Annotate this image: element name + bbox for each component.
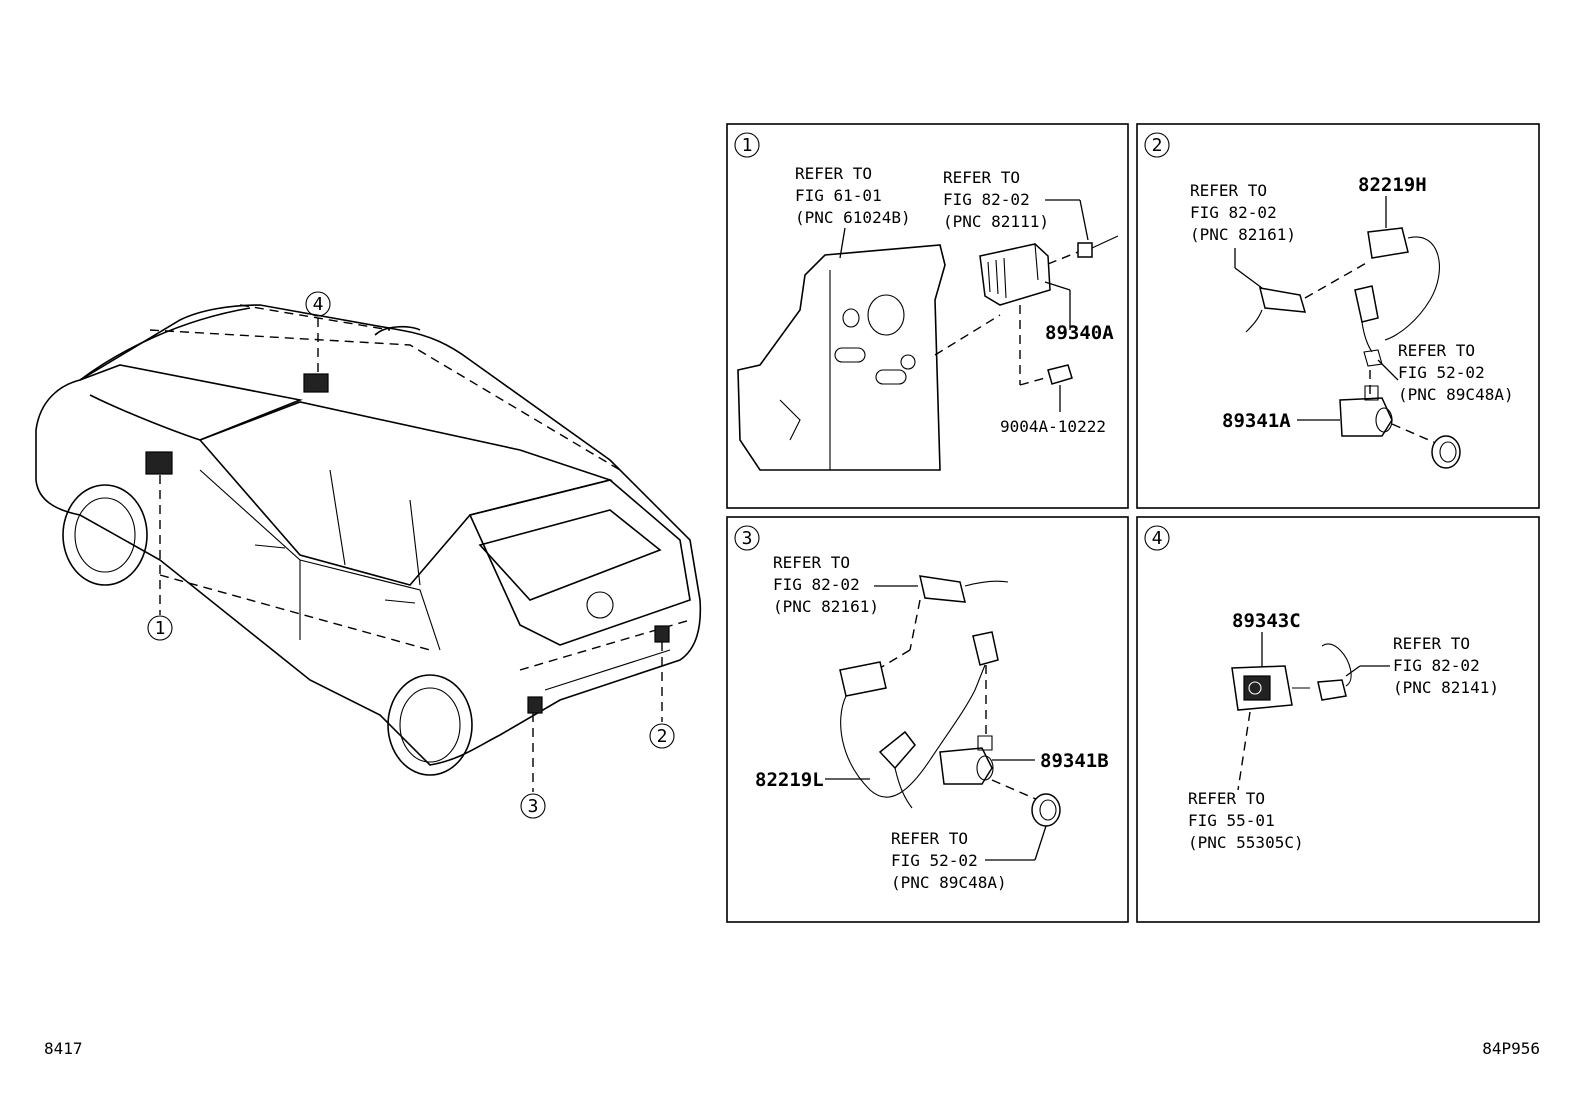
part-82219H-label: 82219H <box>1358 174 1427 196</box>
panel-2-ref-a: REFER TO FIG 82-02 (PNC 82161) <box>1190 181 1296 244</box>
wire-82219L-end <box>972 631 999 666</box>
panel-3-ref-b: REFER TO FIG 52-02 (PNC 89C48A) <box>891 829 1007 892</box>
car-sensor-2-marker <box>654 625 670 643</box>
bolt-shape <box>1047 364 1073 385</box>
car-roof-dashed <box>149 329 621 471</box>
front-door-handle <box>254 544 286 549</box>
panel-2-number: 2 <box>1152 135 1163 156</box>
part-89340A-label: 89340A <box>1045 322 1114 344</box>
wire-82219H <box>1384 236 1440 341</box>
b-pillar <box>329 469 346 566</box>
rear-glass <box>478 509 662 601</box>
rear-door-line <box>299 559 441 651</box>
vehicle-illustration <box>35 304 702 792</box>
svg-text:4: 4 <box>313 294 324 315</box>
connector-82219L <box>839 661 887 697</box>
car-roof-spoiler-dashed <box>239 304 391 331</box>
car-sensor-1-marker <box>145 451 173 475</box>
panel-1-frame <box>726 123 1129 509</box>
detail-panel-3: 3 REFER TO FIG 82-02 (PNC 82161) 82219L … <box>726 516 1129 923</box>
car-sensor-3-marker <box>527 696 543 714</box>
rocker-dashed <box>159 574 431 651</box>
panel-1-ref-b: REFER TO FIG 82-02 (PNC 82111) <box>943 168 1049 231</box>
svg-text:1: 1 <box>155 618 166 639</box>
panel-4-ref-b: REFER TO FIG 55-01 (PNC 55305C) <box>1188 789 1304 852</box>
part-89341A-label: 89341A <box>1222 410 1291 432</box>
svg-text:2: 2 <box>657 726 668 747</box>
rear-wheel <box>387 674 473 776</box>
connector-82111 <box>1077 242 1093 258</box>
part-89340A-shape <box>979 243 1051 306</box>
panel-4-ref-a: REFER TO FIG 82-02 (PNC 82141) <box>1393 634 1499 697</box>
panel-3-number: 3 <box>742 528 753 549</box>
panel-1-number: 1 <box>742 135 753 156</box>
car-callout-2: 2 <box>649 723 675 749</box>
part-9004A-10222-label: 9004A-10222 <box>1000 417 1106 436</box>
svg-text:3: 3 <box>528 796 539 817</box>
panel-2-frame <box>1136 123 1540 509</box>
side-window-frame <box>198 401 613 586</box>
part-82219L-label: 82219L <box>755 769 824 791</box>
car-body-outline <box>35 304 702 766</box>
part-89341B-label: 89341B <box>1040 750 1109 772</box>
rear-wheel-rim <box>399 687 461 763</box>
detail-panel-2: 2 REFER TO FIG 82-02 (PNC 82161) 82219H … <box>1136 123 1540 509</box>
car-roof-front <box>79 307 251 381</box>
part-89343C-label: 89343C <box>1232 610 1301 632</box>
connector-82161-p3 <box>919 575 966 603</box>
footer-left-code: 8417 <box>44 1039 83 1058</box>
wire-82219L <box>840 664 986 798</box>
front-wheel-rim <box>74 497 136 573</box>
detail-panel-4: 4 89343C REFER TO FIG 82-02 (PNC 82141) … <box>1136 516 1540 923</box>
part-89341A-shape <box>1339 397 1393 437</box>
wire-82141 <box>1321 643 1352 687</box>
rear-door-handle <box>384 599 416 604</box>
bumper-line <box>544 649 671 691</box>
body-panel-shape <box>737 244 946 471</box>
rear-emblem <box>586 591 614 619</box>
rear-hatch <box>468 479 691 646</box>
connector-82161 <box>1258 287 1307 313</box>
connector-82219H <box>1367 227 1409 259</box>
panel-3-ref-a: REFER TO FIG 82-02 (PNC 82161) <box>773 553 879 616</box>
panel-3-frame <box>726 516 1129 923</box>
car-callout-1: 1 <box>147 615 173 641</box>
car-callout-3: 3 <box>520 793 546 819</box>
footer-right-code: 84P956 <box>1482 1039 1540 1058</box>
connector-82141 <box>1317 679 1347 701</box>
c-pillar <box>409 499 421 586</box>
car-sensor-4-marker <box>303 373 329 393</box>
detail-panel-1: 1 REFER TO FIG 61-01 (PNC 61024B) REFER … <box>726 123 1129 509</box>
panel-1-ref-a: REFER TO FIG 61-01 (PNC 61024B) <box>795 164 911 227</box>
part-89341B-shape <box>939 747 993 785</box>
wire-connector-inline <box>1354 285 1379 323</box>
panel-4-frame <box>1136 516 1540 923</box>
panel-2-ref-b: REFER TO FIG 52-02 (PNC 89C48A) <box>1398 341 1514 404</box>
windshield <box>79 364 303 441</box>
camera-lens-housing <box>1243 675 1271 701</box>
panel-4-number: 4 <box>1152 528 1163 549</box>
front-door-line <box>199 469 301 640</box>
front-wheel <box>62 484 148 586</box>
car-callout-4: 4 <box>305 291 331 317</box>
body-panel-marking <box>779 399 801 441</box>
car-spoiler <box>374 325 421 336</box>
